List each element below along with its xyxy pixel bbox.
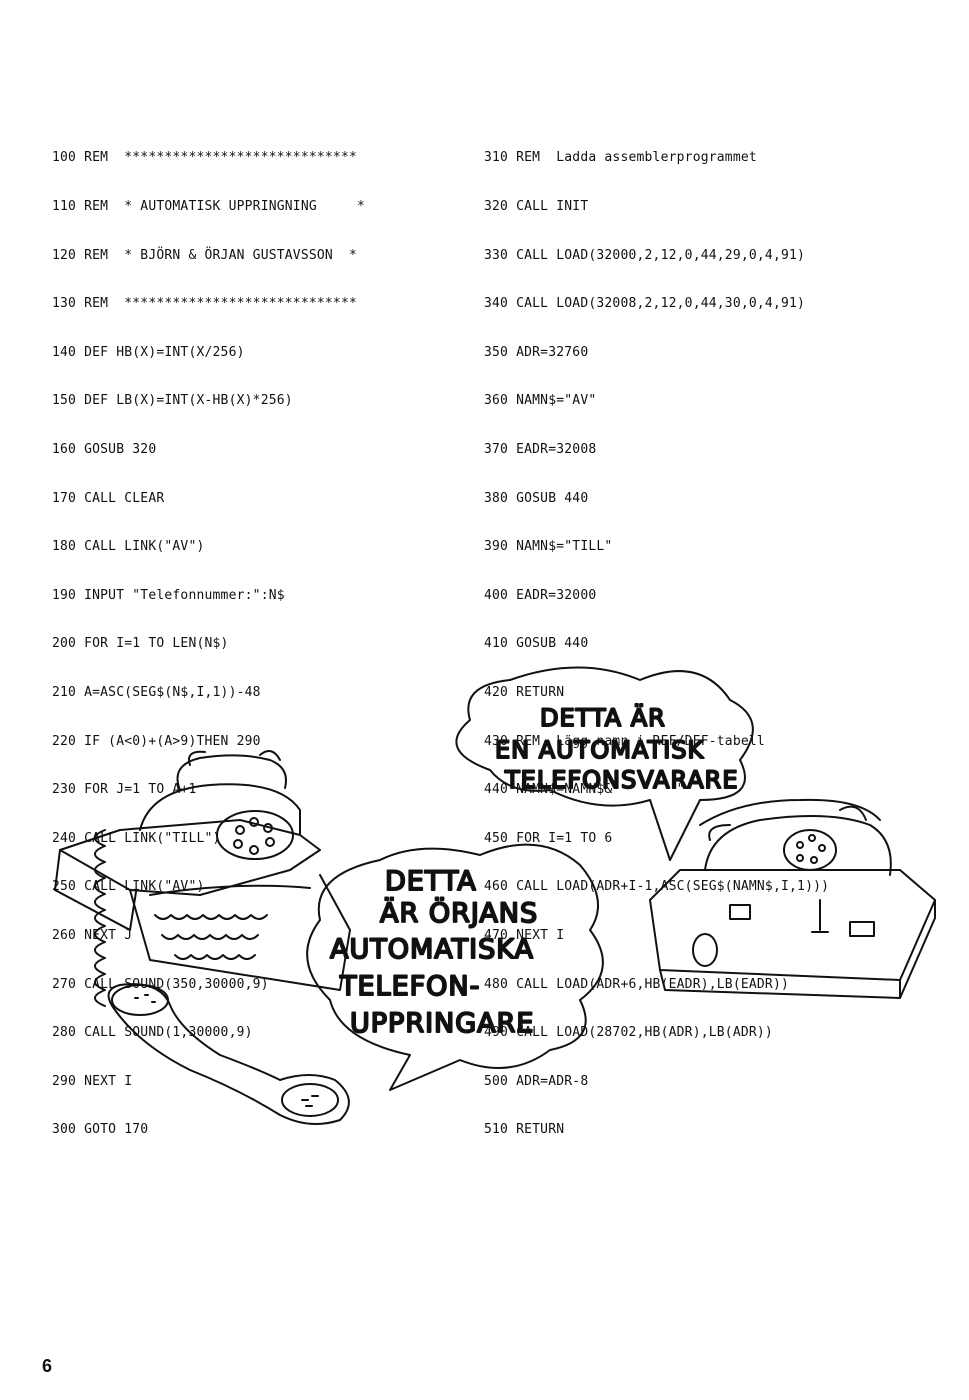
code-line: 360 NAMN$="AV" — [484, 393, 597, 409]
left-telephone-drawing — [54, 750, 351, 1125]
basic-listing-left: 100 REM ***************************** 11… — [52, 118, 365, 1171]
bubble-right-line-2: EN AUTOMATISK — [495, 736, 705, 764]
bubble-right-line-3: TELEFONSVARARE — [504, 766, 739, 794]
code-line: 100 REM ***************************** — [52, 150, 358, 166]
code-line: 430 REM Lägg namn i REF/DEF-tabell — [484, 733, 765, 749]
right-telephone-drawing — [649, 798, 936, 999]
code-line: 150 DEF LB(X)=INT(X-HB(X)*256) — [52, 393, 293, 409]
code-line: 210 A=ASC(SEG$(N$,I,1))-48 — [52, 684, 261, 700]
bubble-left-line-3: AUTOMATISKA — [330, 934, 534, 965]
bubble-left-line-4: TELEFON- — [339, 971, 480, 1002]
code-line: 140 DEF HB(X)=INT(X/256) — [52, 344, 245, 360]
code-line: 450 FOR I=1 TO 6 — [484, 830, 613, 846]
code-line: 310 REM Ladda assemblerprogrammet — [484, 150, 757, 166]
code-line: 200 FOR I=1 TO LEN(N$) — [52, 636, 229, 652]
telephone-cartoon: DETTA ÄR EN AUTOMATISK TELEFONSVARARE DE… — [54, 666, 936, 1125]
code-line: 280 CALL SOUND(1,30000,9) — [52, 1025, 253, 1041]
code-line: 160 GOSUB 320 — [52, 441, 157, 457]
code-line: 490 CALL LOAD(28702,HB(ADR),LB(ADR)) — [484, 1025, 773, 1041]
basic-listing-right: 310 REM Ladda assemblerprogrammet 320 CA… — [484, 118, 829, 1171]
speech-bubble-right — [455, 666, 754, 861]
code-line: 220 IF (A<0)+(A>9)THEN 290 — [52, 733, 261, 749]
code-line: 370 EADR=32008 — [484, 441, 597, 457]
code-line: 410 GOSUB 440 — [484, 636, 589, 652]
code-line: 330 CALL LOAD(32000,2,12,0,44,29,0,4,91) — [484, 247, 806, 263]
code-line: 470 NEXT I — [484, 927, 565, 943]
code-line: 130 REM ***************************** — [52, 296, 358, 312]
code-line: 400 EADR=32000 — [484, 587, 597, 603]
code-line: 110 REM * AUTOMATISK UPPRINGNING * — [52, 199, 366, 214]
code-line: 180 CALL LINK("AV") — [52, 539, 205, 555]
page-number: 6 — [42, 1356, 53, 1376]
code-line: 170 CALL CLEAR — [52, 490, 165, 506]
bubble-left-line-5: UPPRINGARE — [350, 1008, 534, 1039]
speech-bubble-left — [306, 843, 604, 1091]
code-line: 290 NEXT I — [52, 1073, 133, 1089]
code-line: 460 CALL LOAD(ADR+I-1,ASC(SEG$(NAMN$,I,1… — [484, 879, 830, 895]
code-line: 300 GOTO 170 — [52, 1122, 149, 1138]
bubble-left-line-1: DETTA — [385, 866, 477, 897]
code-line: 480 CALL LOAD(ADR+6,HB(EADR),LB(EADR)) — [484, 976, 790, 992]
bubble-left-line-2: ÄR ÖRJANS — [380, 897, 538, 929]
code-line: 510 RETURN — [484, 1122, 565, 1138]
code-line: 380 GOSUB 440 — [484, 490, 589, 506]
code-line: 120 REM * BJÖRN & ÖRJAN GUSTAVSSON * — [52, 247, 358, 263]
code-line: 340 CALL LOAD(32008,2,12,0,44,30,0,4,91) — [484, 296, 806, 312]
code-line: 390 NAMN$="TILL" — [484, 539, 613, 555]
code-line: 420 RETURN — [484, 684, 565, 700]
bubble-right-line-1: DETTA ÄR — [540, 703, 666, 732]
code-line: 440 NAMN$=NAMN$&" " — [484, 782, 685, 798]
code-line: 500 ADR=ADR-8 — [484, 1073, 589, 1089]
code-line: 190 INPUT "Telefonnummer:":N$ — [52, 587, 285, 603]
code-line: 270 CALL SOUND(350,30000,9) — [52, 976, 269, 992]
code-line: 350 ADR=32760 — [484, 344, 589, 360]
code-line: 260 NEXT J — [52, 927, 133, 943]
code-line: 320 CALL INIT — [484, 199, 589, 214]
code-line: 240 CALL LINK("TILL") — [52, 830, 221, 846]
